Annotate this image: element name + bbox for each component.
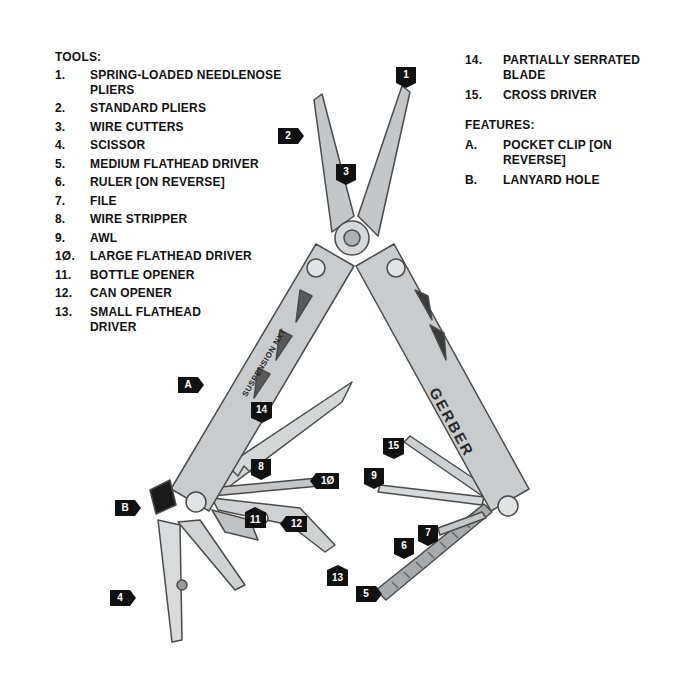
callout-number: 2 <box>285 130 291 141</box>
callout-number: 11 <box>250 514 261 525</box>
list-text: 8. <box>55 212 89 227</box>
callout-pointer <box>396 83 416 88</box>
callout-number: B <box>121 502 128 513</box>
callout-pointer <box>310 473 316 489</box>
callout-pointer <box>327 565 348 570</box>
callout-number: 6 <box>401 540 407 551</box>
callout-tag: 6 <box>394 538 414 554</box>
callout-tag: 8 <box>251 459 271 475</box>
callout-tag: 3 <box>336 164 356 180</box>
callout-number: 12 <box>291 518 302 529</box>
list-text: LANYARD HOLE <box>503 173 663 188</box>
callout-tag: A <box>178 377 198 393</box>
callout-tag: 14 <box>251 402 272 418</box>
callout-tag: 11 <box>245 512 266 528</box>
callout-tag: 12 <box>286 516 307 532</box>
list-text: 15. <box>465 88 499 103</box>
callout-tag: 1 <box>396 67 416 83</box>
list-text: LARGE FLATHEAD DRIVER <box>90 249 320 264</box>
list-text: STANDARD PLIERS <box>90 101 320 116</box>
list-text: MEDIUM FLATHEAD DRIVER <box>90 157 320 172</box>
list-text: 13. <box>55 305 89 320</box>
callout-tag: 7 <box>418 525 438 541</box>
list-text: 14. <box>465 53 499 68</box>
callout-tag: B <box>115 500 135 516</box>
callout-tag: 1Ø <box>316 473 339 489</box>
callout-number: 13 <box>332 572 343 583</box>
list-text: RULER [ON REVERSE] <box>90 175 320 190</box>
list-text: 9. <box>55 231 89 246</box>
list-heading: FEATURES: <box>465 118 625 133</box>
list-text: 11. <box>55 268 89 283</box>
callout-pointer <box>376 586 382 602</box>
callout-tag: 2 <box>278 128 298 144</box>
callout-tag: 15 <box>383 438 404 454</box>
callout-pointer <box>383 454 404 459</box>
callout-pointer <box>336 180 356 185</box>
callout-number: 5 <box>363 588 369 599</box>
callout-number: 7 <box>425 527 431 538</box>
list-text: 1. <box>55 68 89 83</box>
list-text: WIRE STRIPPER <box>90 212 320 227</box>
callout-tag: 5 <box>356 586 376 602</box>
list-text: 2. <box>55 101 89 116</box>
list-text: FILE <box>90 194 320 209</box>
list-text: BOTTLE OPENER <box>90 268 320 283</box>
list-text: 6. <box>55 175 89 190</box>
list-text: 12. <box>55 286 89 301</box>
list-text: 1Ø. <box>55 249 89 264</box>
list-text: AWL <box>90 231 320 246</box>
callout-pointer <box>298 128 304 144</box>
list-text: CROSS DRIVER <box>503 88 668 103</box>
callout-number: A <box>184 379 191 390</box>
callout-pointer <box>198 377 204 393</box>
list-text: SMALL FLATHEAD DRIVER <box>90 305 215 335</box>
callout-number: 15 <box>388 440 399 451</box>
list-text: 4. <box>55 138 89 153</box>
callout-pointer <box>251 475 271 480</box>
list-text: A. <box>465 138 499 153</box>
list-text: CAN OPENER <box>90 286 320 301</box>
callout-number: 14 <box>256 404 267 415</box>
callout-pointer <box>364 484 384 489</box>
callout-number: 4 <box>117 592 123 603</box>
list-heading: TOOLS: <box>55 50 255 65</box>
callout-pointer <box>418 541 438 546</box>
callout-number: 1 <box>403 69 409 80</box>
callout-number: 1Ø <box>321 475 334 486</box>
list-text: 3. <box>55 120 89 135</box>
callout-pointer <box>251 418 272 423</box>
callout-tag: 4 <box>110 590 130 606</box>
callout-tag: 13 <box>327 570 348 586</box>
callout-tag: 9 <box>364 468 384 484</box>
callout-pointer <box>135 500 141 516</box>
list-text: SPRING-LOADED NEEDLENOSE PLIERS <box>90 68 305 98</box>
list-text: B. <box>465 173 499 188</box>
list-text: PARTIALLY SERRATED BLADE <box>503 53 668 83</box>
list-text: 7. <box>55 194 89 209</box>
callout-pointer <box>245 507 265 512</box>
callout-number: 9 <box>371 470 377 481</box>
callout-pointer <box>394 554 414 559</box>
callout-number: 3 <box>343 166 349 177</box>
callout-pointer <box>280 516 286 532</box>
list-text: POCKET CLIP [ON REVERSE] <box>503 138 628 168</box>
list-text: 5. <box>55 157 89 172</box>
callout-number: 8 <box>258 461 264 472</box>
callout-pointer <box>130 590 136 606</box>
